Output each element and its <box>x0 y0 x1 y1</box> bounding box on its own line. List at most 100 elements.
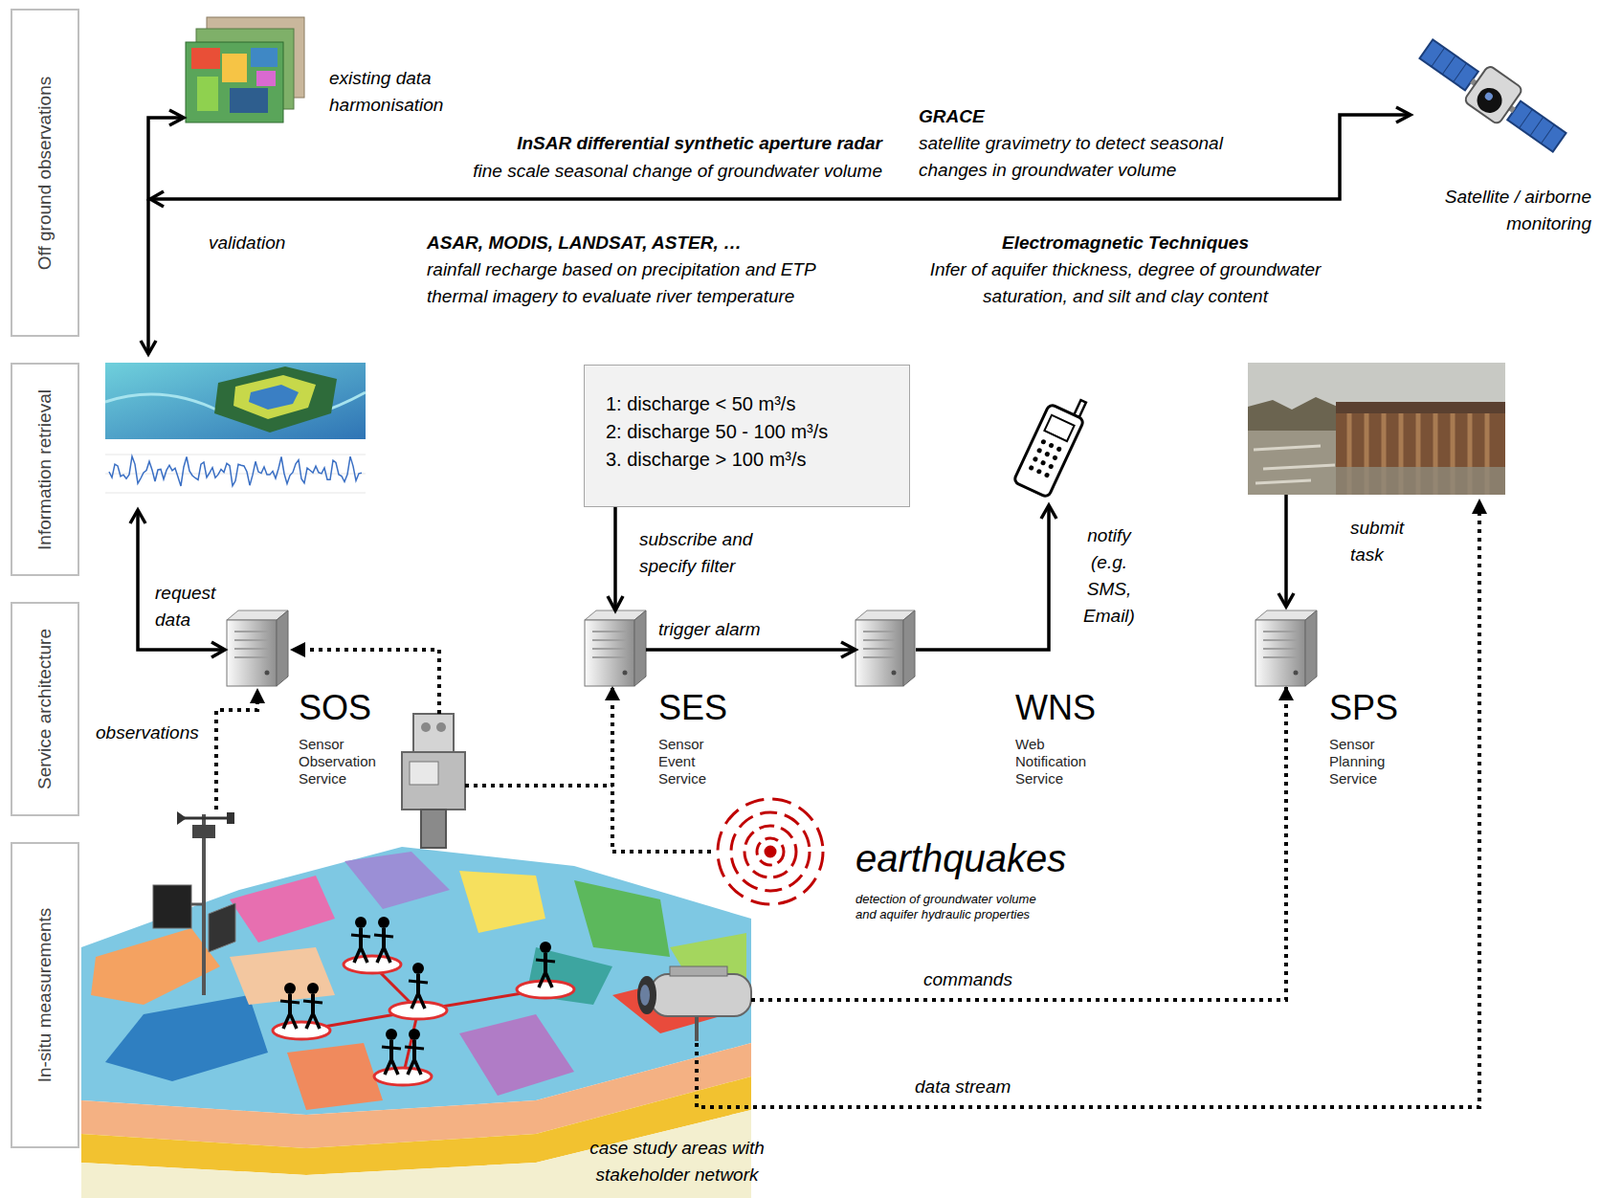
flow-lines <box>1041 505 1057 519</box>
probe-sensor-picture <box>436 722 446 733</box>
annotation: observations <box>95 719 200 747</box>
mobile-phone-picture <box>1036 446 1044 454</box>
flow-lines <box>130 510 146 524</box>
satellite-picture <box>1453 63 1467 83</box>
camera-picture <box>637 966 752 1042</box>
earthquake-symbol <box>756 838 784 866</box>
mobile-phone-picture <box>1044 415 1074 442</box>
annotation: validation <box>208 229 286 257</box>
stakeholder-network <box>307 982 319 995</box>
area-caption: case study areas with stakeholder networ… <box>578 1134 776 1189</box>
flood-photo <box>1335 401 1506 414</box>
technique-heading: ASAR, MODIS, LANDSAT, ASTER, … <box>426 229 742 257</box>
stakeholder-network <box>377 916 390 929</box>
stakeholder-network <box>535 959 556 962</box>
event-note: detection of groundwater volume and aqui… <box>855 891 1047 923</box>
landscape-block <box>344 851 450 910</box>
server-icons <box>863 630 896 633</box>
map-stack-picture <box>191 47 221 69</box>
stakeholder-network <box>280 1000 300 1003</box>
mobile-phone-picture <box>1032 456 1040 464</box>
stakeholder-network <box>408 1028 421 1041</box>
landscape-block <box>287 1043 383 1111</box>
landscape-block <box>229 947 335 1005</box>
data-visual-picture <box>105 492 366 494</box>
server-icons <box>1293 670 1299 676</box>
stakeholder-network <box>516 980 575 999</box>
flood-photo <box>1247 397 1340 433</box>
filter-rule: 3. discharge > 100 m³/s <box>605 445 889 474</box>
earthquake-symbol <box>717 799 823 905</box>
stakeholder-network <box>272 916 575 1086</box>
flow-connector <box>169 110 184 126</box>
data-visual-picture <box>105 362 366 506</box>
data-arrowheads <box>249 688 266 704</box>
camera-picture <box>650 974 752 1017</box>
flow-connector <box>645 642 856 658</box>
technique-heading: Electromagnetic Techniques <box>972 229 1279 257</box>
annotation: rainfall recharge based on precipitation… <box>426 256 848 311</box>
camera-picture <box>640 984 650 1006</box>
connector-label: subscribe and specify filter <box>639 526 774 580</box>
data-visual-picture <box>248 384 299 410</box>
flow-connector <box>613 507 618 611</box>
stakeholder-network <box>355 916 367 929</box>
data-lines <box>216 703 258 810</box>
stakeholder-network <box>408 980 428 983</box>
server-icons <box>855 620 904 687</box>
satellite-picture <box>1530 116 1544 136</box>
stakeholder-network <box>384 1059 399 1075</box>
mobile-phone-picture <box>1027 465 1035 472</box>
row-band: Information retrieval <box>10 362 80 577</box>
flow-lines <box>1284 494 1289 605</box>
flow-lines <box>140 340 156 355</box>
data-visual-picture <box>233 375 316 420</box>
data-arrowheads <box>249 498 1488 704</box>
server-node: WNSWeb Notification Service <box>855 610 915 687</box>
satellite-picture <box>1419 39 1478 90</box>
flow-connector <box>148 114 1411 200</box>
stakeholder-network <box>385 1028 398 1041</box>
earthquake-symbol <box>765 846 776 857</box>
case-study-area: case study areas with stakeholder networ… <box>81 842 752 1197</box>
technique-heading: InSAR differential synthetic aperture ra… <box>516 130 883 157</box>
stakeholder-network <box>343 955 401 974</box>
camera-picture <box>669 966 728 977</box>
server-icons <box>234 630 269 633</box>
image-node: existing data harmonisation <box>183 15 307 128</box>
server-icons <box>276 610 289 687</box>
landscape-block <box>229 875 335 943</box>
server-icons <box>265 670 270 676</box>
stakeholder-network <box>306 1013 320 1029</box>
probe-sensor-picture <box>401 752 466 810</box>
band-label: Information retrieval <box>34 389 56 551</box>
server-icons <box>903 610 915 687</box>
data-lines <box>465 783 613 788</box>
landscape-block <box>105 995 268 1082</box>
filter-rule: 2: discharge 50 - 100 m³/s <box>605 418 889 446</box>
earthquake-symbol <box>717 799 823 905</box>
stakeholder-network <box>407 1059 422 1075</box>
annotation: data stream <box>914 1073 1011 1101</box>
service-name: Web Notification Service <box>1015 735 1100 788</box>
server-icons <box>622 670 628 676</box>
server-icons <box>234 647 269 650</box>
server-icons <box>634 610 646 687</box>
landscape-block <box>574 880 670 957</box>
image-caption: Satellite / airborne monitoring <box>1400 183 1592 238</box>
data-flow-connector <box>751 686 1294 1000</box>
server-icons <box>592 639 627 642</box>
flow-lines <box>146 199 151 353</box>
landscape-block <box>459 870 546 934</box>
stakeholder-network <box>284 982 296 995</box>
mobile-phone-picture <box>1055 445 1063 453</box>
server-icons <box>891 670 897 676</box>
server-icons <box>592 647 627 650</box>
map-stack-picture <box>197 76 219 112</box>
flow-connector <box>148 107 1411 200</box>
service-acronym: SES <box>658 688 728 728</box>
stakeholder-network <box>272 1022 331 1040</box>
landscape-block <box>90 928 221 1005</box>
row-band: Service architecture <box>10 601 80 817</box>
